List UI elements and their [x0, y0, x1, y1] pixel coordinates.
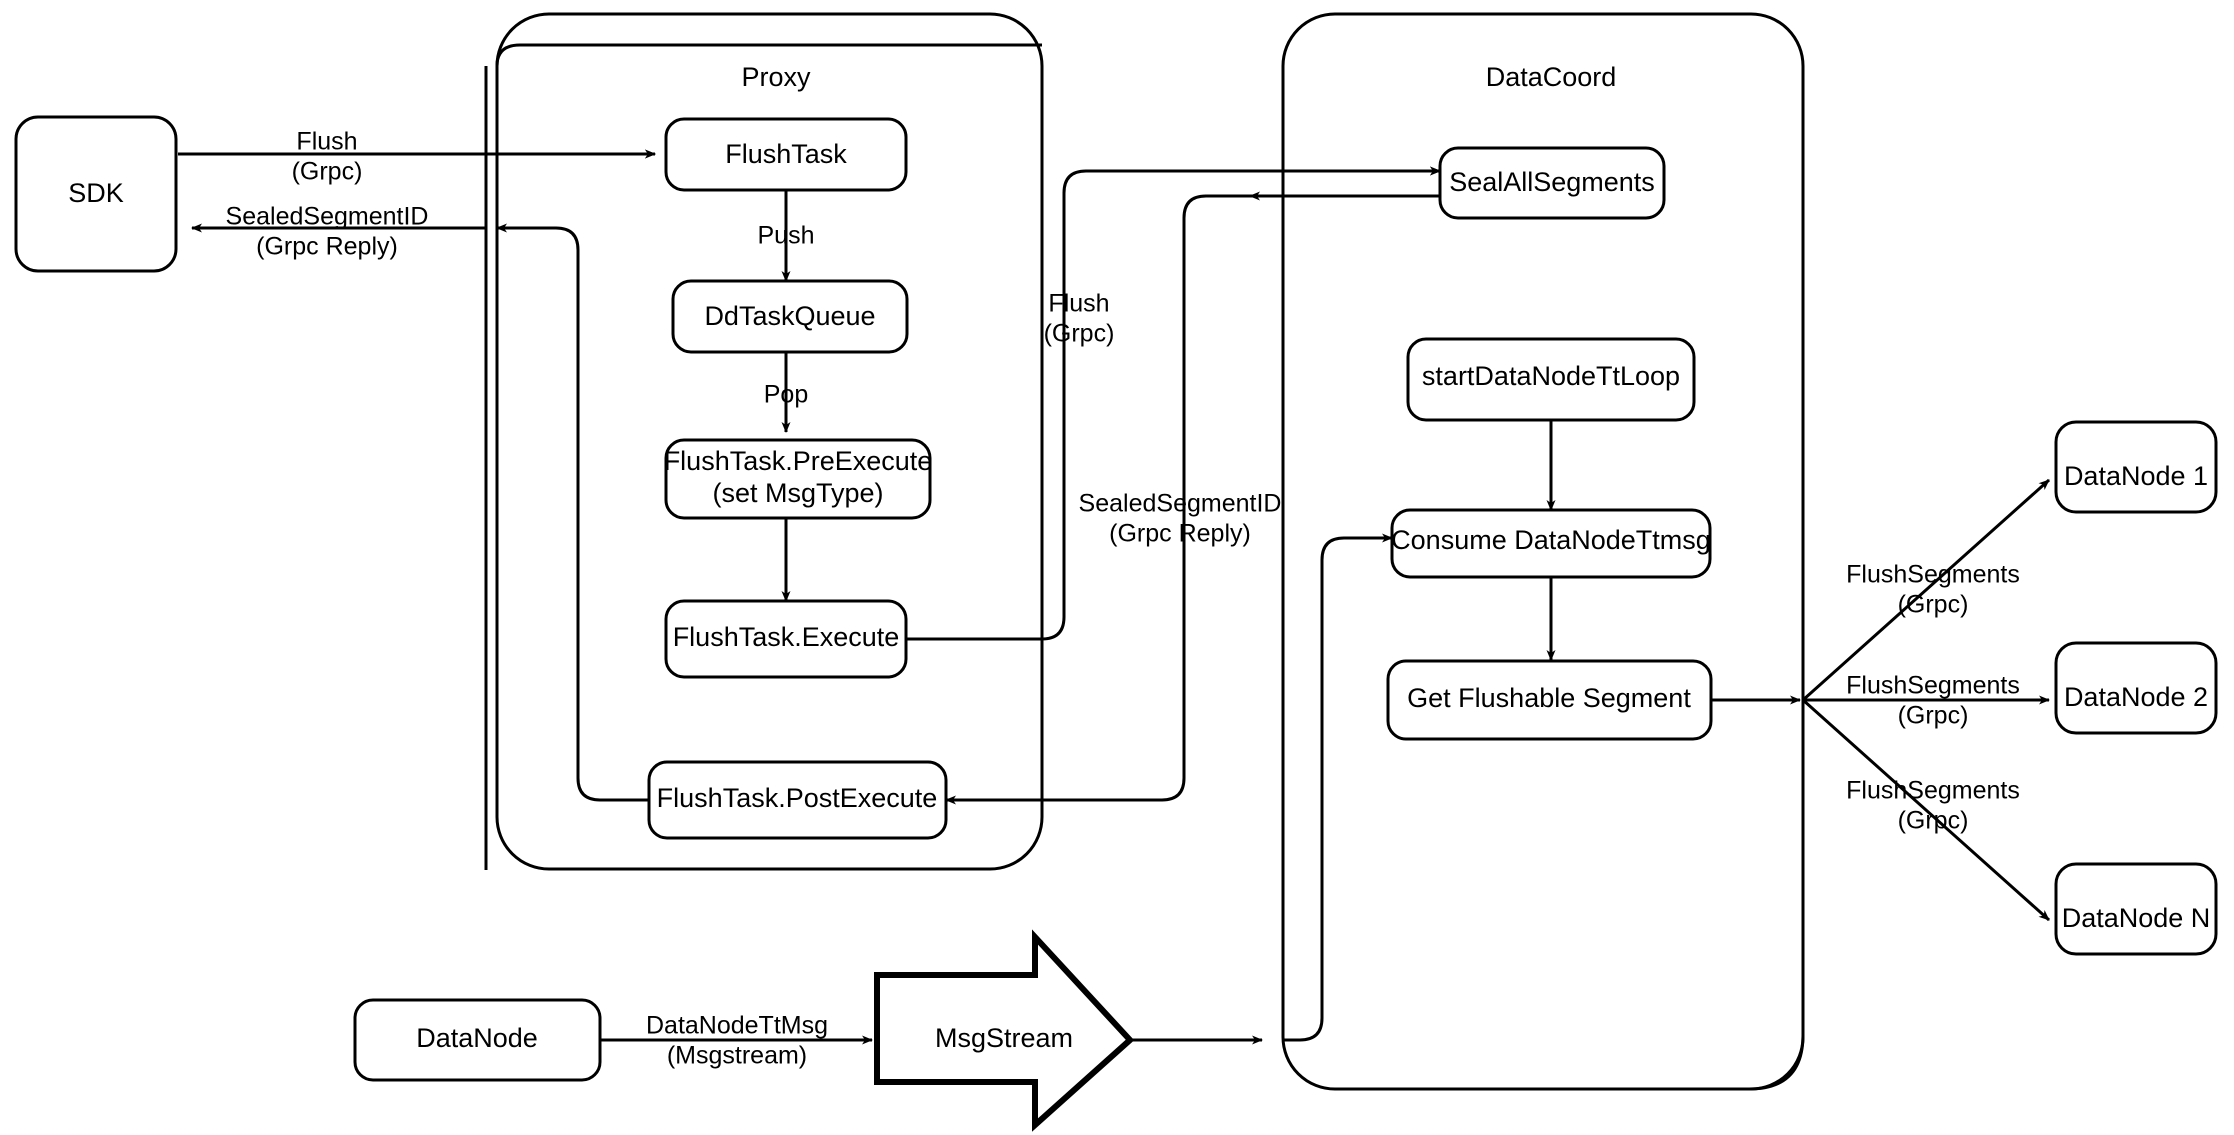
- edge-label-mid-reply-1: SealedSegmentID: [1079, 490, 1282, 518]
- edge-proxy-left-bus: [495, 43, 1042, 67]
- edge-label-sdk-reply-2: (Grpc Reply): [256, 233, 398, 261]
- group-datacoord-label: DataCoord: [1486, 62, 1617, 92]
- node-msgstream-label: MsgStream: [935, 1023, 1073, 1053]
- node-get-flushable-segment[interactable]: [1386, 659, 1713, 741]
- node-datanode-1-label: DataNode 1: [2064, 461, 2208, 491]
- node-datanode-2-label: DataNode 2: [2064, 682, 2208, 712]
- node-datanode-n-label: DataNode N: [2062, 903, 2211, 933]
- node-sealallsegments-label: SealAllSegments: [1449, 167, 1655, 197]
- edge-label-sdk-flush-1: Flush: [296, 128, 357, 156]
- edge-label-ttmsg-2: (Msgstream): [667, 1042, 807, 1070]
- node-sealallsegments[interactable]: [1438, 146, 1666, 220]
- edge-label-fsn-1: FlushSegments: [1846, 777, 2020, 805]
- edge-label-fs2-2: (Grpc): [1898, 702, 1969, 730]
- edge-label-push: Push: [758, 222, 815, 250]
- group-proxy-label: Proxy: [741, 62, 811, 92]
- node-startdatanodettloop[interactable]: [1406, 337, 1696, 422]
- node-datanode-n[interactable]: [2054, 862, 2218, 956]
- edge-label-fs1-2: (Grpc): [1898, 591, 1969, 619]
- node-consume-datanodettmsg-label: Consume DataNodeTtmsg: [1391, 525, 1711, 555]
- node-flushtask-postexecute-label: FlushTask.PostExecute: [657, 783, 938, 813]
- edge-execute-to-sealallsegments: [906, 166, 1441, 641]
- node-ddtaskqueue-label: DdTaskQueue: [704, 301, 875, 331]
- node-msgstream-arrow-shape[interactable]: [874, 929, 1135, 1132]
- node-flushtask-label: FlushTask: [725, 139, 847, 169]
- edge-label-sdk-flush-2: (Grpc): [292, 158, 363, 186]
- edge-label-mid-reply-2: (Grpc Reply): [1109, 520, 1251, 548]
- group-proxy: [495, 12, 1044, 871]
- node-get-flushable-segment-label: Get Flushable Segment: [1407, 683, 1691, 713]
- edge-label-fs1-1: FlushSegments: [1846, 561, 2020, 589]
- edge-fanout-to-datanode1: [1802, 478, 2050, 702]
- node-flushtask-preexecute-label-line2: (set MsgType): [712, 478, 883, 508]
- node-flushtask-preexecute-label-line1: FlushTask.PreExecute: [664, 446, 933, 476]
- group-datacoord: [1281, 12, 1805, 1091]
- node-flushtask-execute-label: FlushTask.Execute: [673, 622, 900, 652]
- edge-label-sdk-reply-1: SealedSegmentID: [226, 203, 429, 231]
- node-datanode-bottom-label: DataNode: [416, 1023, 538, 1053]
- edge-label-ttmsg-1: DataNodeTtMsg: [646, 1012, 828, 1040]
- node-startdatanodettloop-label: startDataNodeTtLoop: [1422, 361, 1680, 391]
- node-consume-datanodettmsg[interactable]: [1390, 508, 1712, 579]
- edge-label-mid-flush-2: (Grpc): [1044, 320, 1115, 348]
- node-datanode-2[interactable]: [2054, 641, 2218, 735]
- edge-postexecute-to-reply: [496, 223, 649, 802]
- node-flushtask-preexecute[interactable]: [664, 438, 932, 520]
- edge-label-pop: Pop: [764, 381, 808, 409]
- node-flushtask[interactable]: [664, 117, 908, 192]
- node-sdk-label: SDK: [68, 178, 124, 208]
- edge-fanout-spine: [1748, 620, 1805, 1091]
- node-datanode-bottom[interactable]: [353, 998, 602, 1082]
- edge-sealallsegments-to-postexecute: [945, 194, 1440, 805]
- edge-label-fs2-1: FlushSegments: [1846, 672, 2020, 700]
- edge-label-fsn-2: (Grpc): [1898, 807, 1969, 835]
- node-sdk[interactable]: [14, 115, 178, 273]
- node-datanode-1[interactable]: [2054, 420, 2218, 514]
- edge-datacoord-entry-to-consume: [1283, 533, 1393, 1042]
- node-ddtaskqueue[interactable]: [671, 279, 909, 354]
- node-flushtask-execute[interactable]: [664, 599, 908, 679]
- node-flushtask-postexecute[interactable]: [647, 760, 948, 840]
- edge-fanout-to-datanoden: [1802, 698, 2050, 922]
- edge-label-mid-flush-1: Flush: [1048, 290, 1109, 318]
